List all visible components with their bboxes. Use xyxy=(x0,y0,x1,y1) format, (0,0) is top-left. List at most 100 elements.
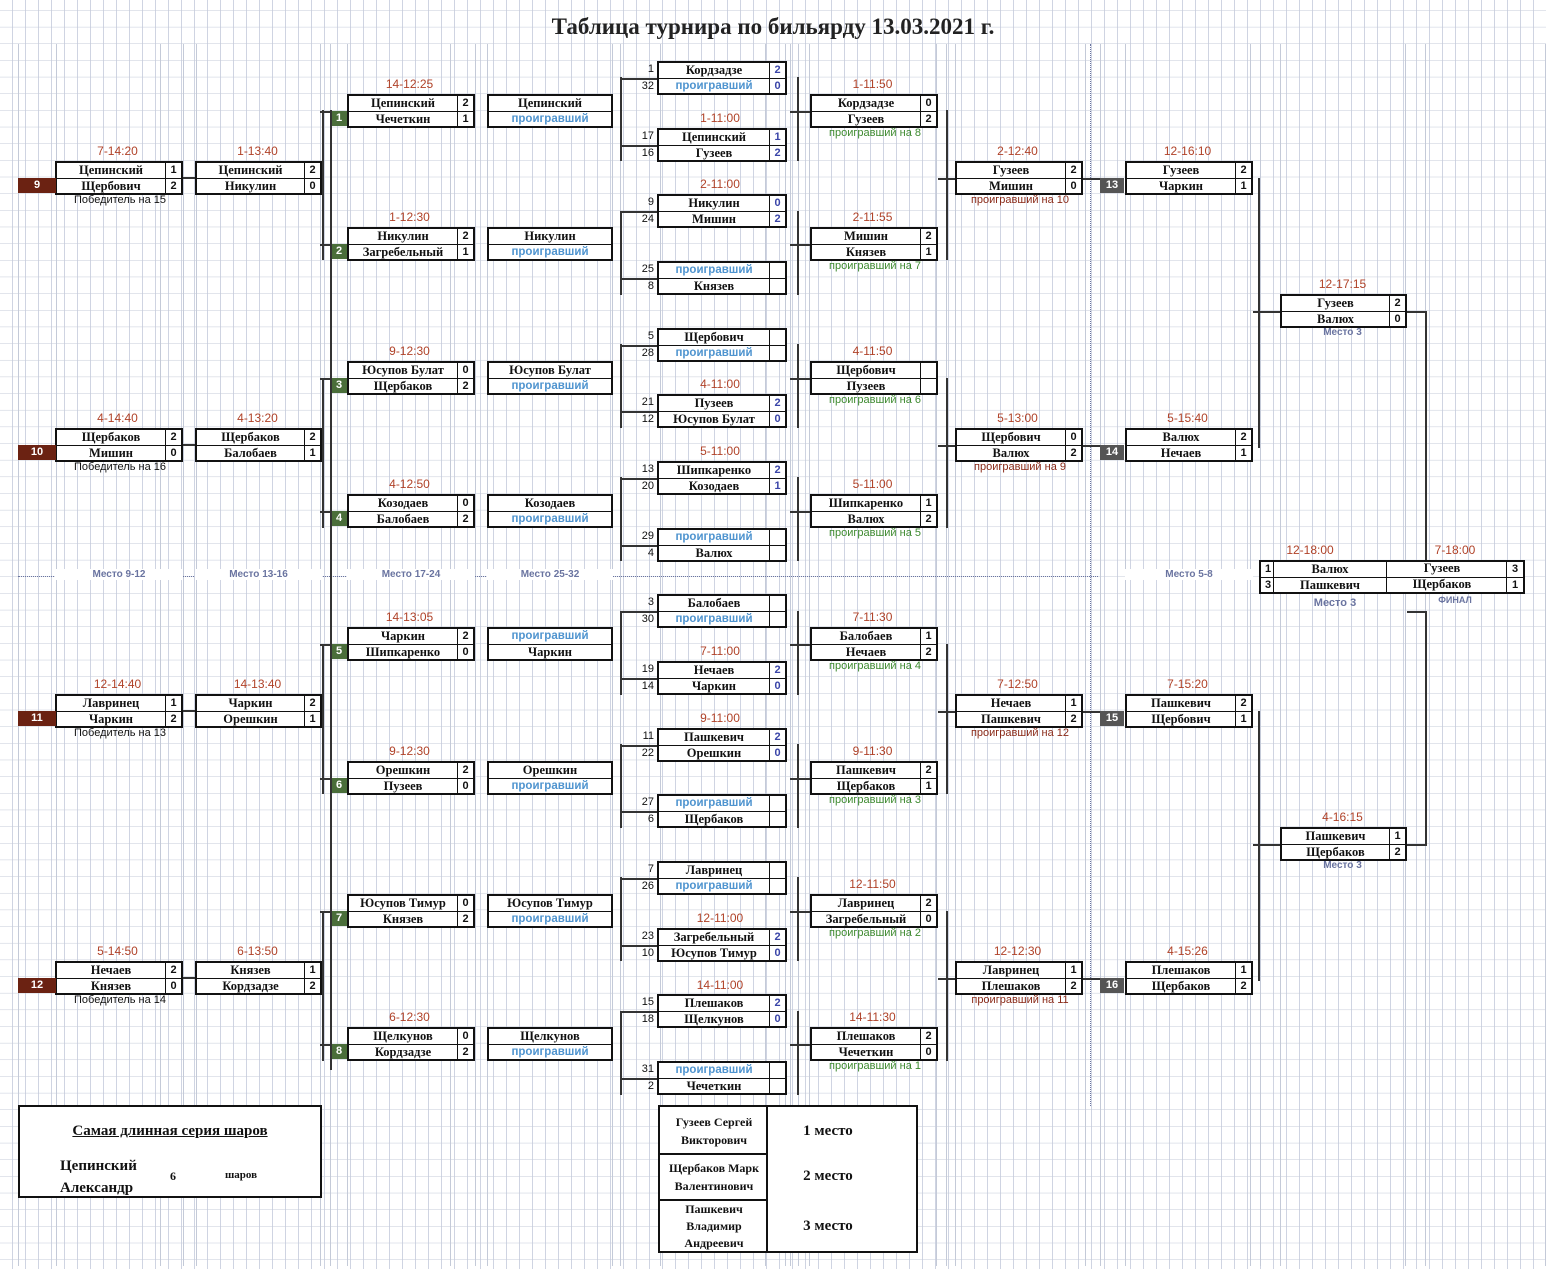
longest-series-box: Самая длинная серия шаров Цепинский Алек… xyxy=(18,1105,322,1198)
seed-number: 6 xyxy=(647,813,654,825)
score-cell: 2 xyxy=(457,629,473,644)
match-time: 4-16:15 xyxy=(1322,810,1363,824)
bracket-connector xyxy=(620,345,657,347)
bracket-number-badge: 1 xyxy=(331,111,347,126)
winner-note: Победитель на 16 xyxy=(74,461,166,473)
match-row: Орешкин xyxy=(489,763,611,778)
player-name: Щербаков xyxy=(373,379,433,393)
bracket-connector xyxy=(1083,711,1100,713)
score-cell: 2 xyxy=(769,930,785,945)
final-seed-2: 3 xyxy=(1264,579,1272,591)
score-cell: 1 xyxy=(304,446,320,460)
bracket-connector xyxy=(790,511,810,513)
player-name: Пашкевич xyxy=(1305,829,1366,843)
match-time: 7-12:50 xyxy=(997,677,1038,691)
match-row: Щербович xyxy=(659,330,785,345)
player-name: Валюх xyxy=(1162,430,1200,444)
match-row: проигравший xyxy=(659,530,785,545)
score-cell: 2 xyxy=(165,179,181,193)
player-name: Чаркин xyxy=(1159,179,1203,193)
player-name: Пашкевич xyxy=(1151,696,1211,710)
score-cell: 0 xyxy=(769,1012,785,1026)
score-cell: 2 xyxy=(1235,163,1251,178)
bracket-connector xyxy=(1083,178,1100,180)
score-cell xyxy=(769,530,785,545)
bracket-connector xyxy=(183,444,196,446)
score-cell xyxy=(769,263,785,278)
player-name: Мишин xyxy=(89,446,133,460)
player-name: Мишин xyxy=(692,212,736,226)
match-time: 5-11:00 xyxy=(700,444,740,458)
player-name: Гузеев xyxy=(695,146,733,160)
score-cell: 1 xyxy=(304,712,320,726)
player-name: Никулин xyxy=(377,229,429,243)
player-name: Щербович xyxy=(981,430,1041,444)
place-label: Место 3 xyxy=(1323,860,1362,871)
player-name: Чаркин xyxy=(228,696,273,710)
match-time: 5-13:00 xyxy=(997,411,1038,425)
match-row: Никулин xyxy=(489,229,611,244)
player-name: Никулин xyxy=(524,229,576,243)
match-row: Щербаков xyxy=(659,811,785,826)
player-name: Валюх xyxy=(1316,312,1355,326)
bracket-number-badge: 15 xyxy=(1100,711,1124,726)
loser-note: проигравший на 7 xyxy=(829,260,921,272)
seed-number: 25 xyxy=(641,263,654,275)
score-cell: 1 xyxy=(304,963,320,978)
bracket-connector xyxy=(946,644,948,794)
bracket-number-badge: 13 xyxy=(1100,178,1124,193)
bracket-connector xyxy=(946,378,948,528)
score-cell: 0 xyxy=(920,96,936,111)
bracket-connector xyxy=(1407,311,1425,313)
match-row: Пузеев xyxy=(812,378,936,393)
player-name: Мишин xyxy=(844,229,888,243)
player-name: проигравший xyxy=(675,613,753,625)
score-cell xyxy=(920,363,936,378)
match-row: проигравший xyxy=(659,345,785,360)
seed-number: 31 xyxy=(641,1063,654,1075)
winner-note: Победитель на 15 xyxy=(74,194,166,206)
winner-note: Победитель на 14 xyxy=(74,994,166,1006)
bracket-number-badge: 7 xyxy=(331,911,347,926)
player-name: Цепинский xyxy=(370,96,436,110)
player-name: Пашкевич xyxy=(981,712,1041,726)
player-name: Чечеткин xyxy=(838,1045,894,1059)
match-time: 1-12:30 xyxy=(389,210,430,224)
match-time: 9-11:30 xyxy=(852,744,893,758)
player-name: Плешаков xyxy=(684,996,744,1010)
loser-note: проигравший на 8 xyxy=(829,127,921,139)
match-time: 2-11:55 xyxy=(852,210,893,224)
seed-number: 2 xyxy=(647,1080,654,1092)
score-cell: 0 xyxy=(457,896,473,911)
player-name: Гузеев xyxy=(847,112,885,126)
player-name: Цепинский xyxy=(78,163,144,177)
seed-number: 20 xyxy=(641,480,654,492)
seed-number: 26 xyxy=(641,880,654,892)
score-cell: 2 xyxy=(457,96,473,111)
final-player-3: Гузеев xyxy=(1423,561,1461,575)
player-name: Шипкаренко xyxy=(676,463,752,477)
player-name: Щербаков xyxy=(836,779,896,793)
score-cell: 0 xyxy=(769,746,785,760)
match-row: Лавринец xyxy=(659,863,785,878)
podium-name-2: Щербаков Марк Валентинович xyxy=(668,1161,760,1193)
